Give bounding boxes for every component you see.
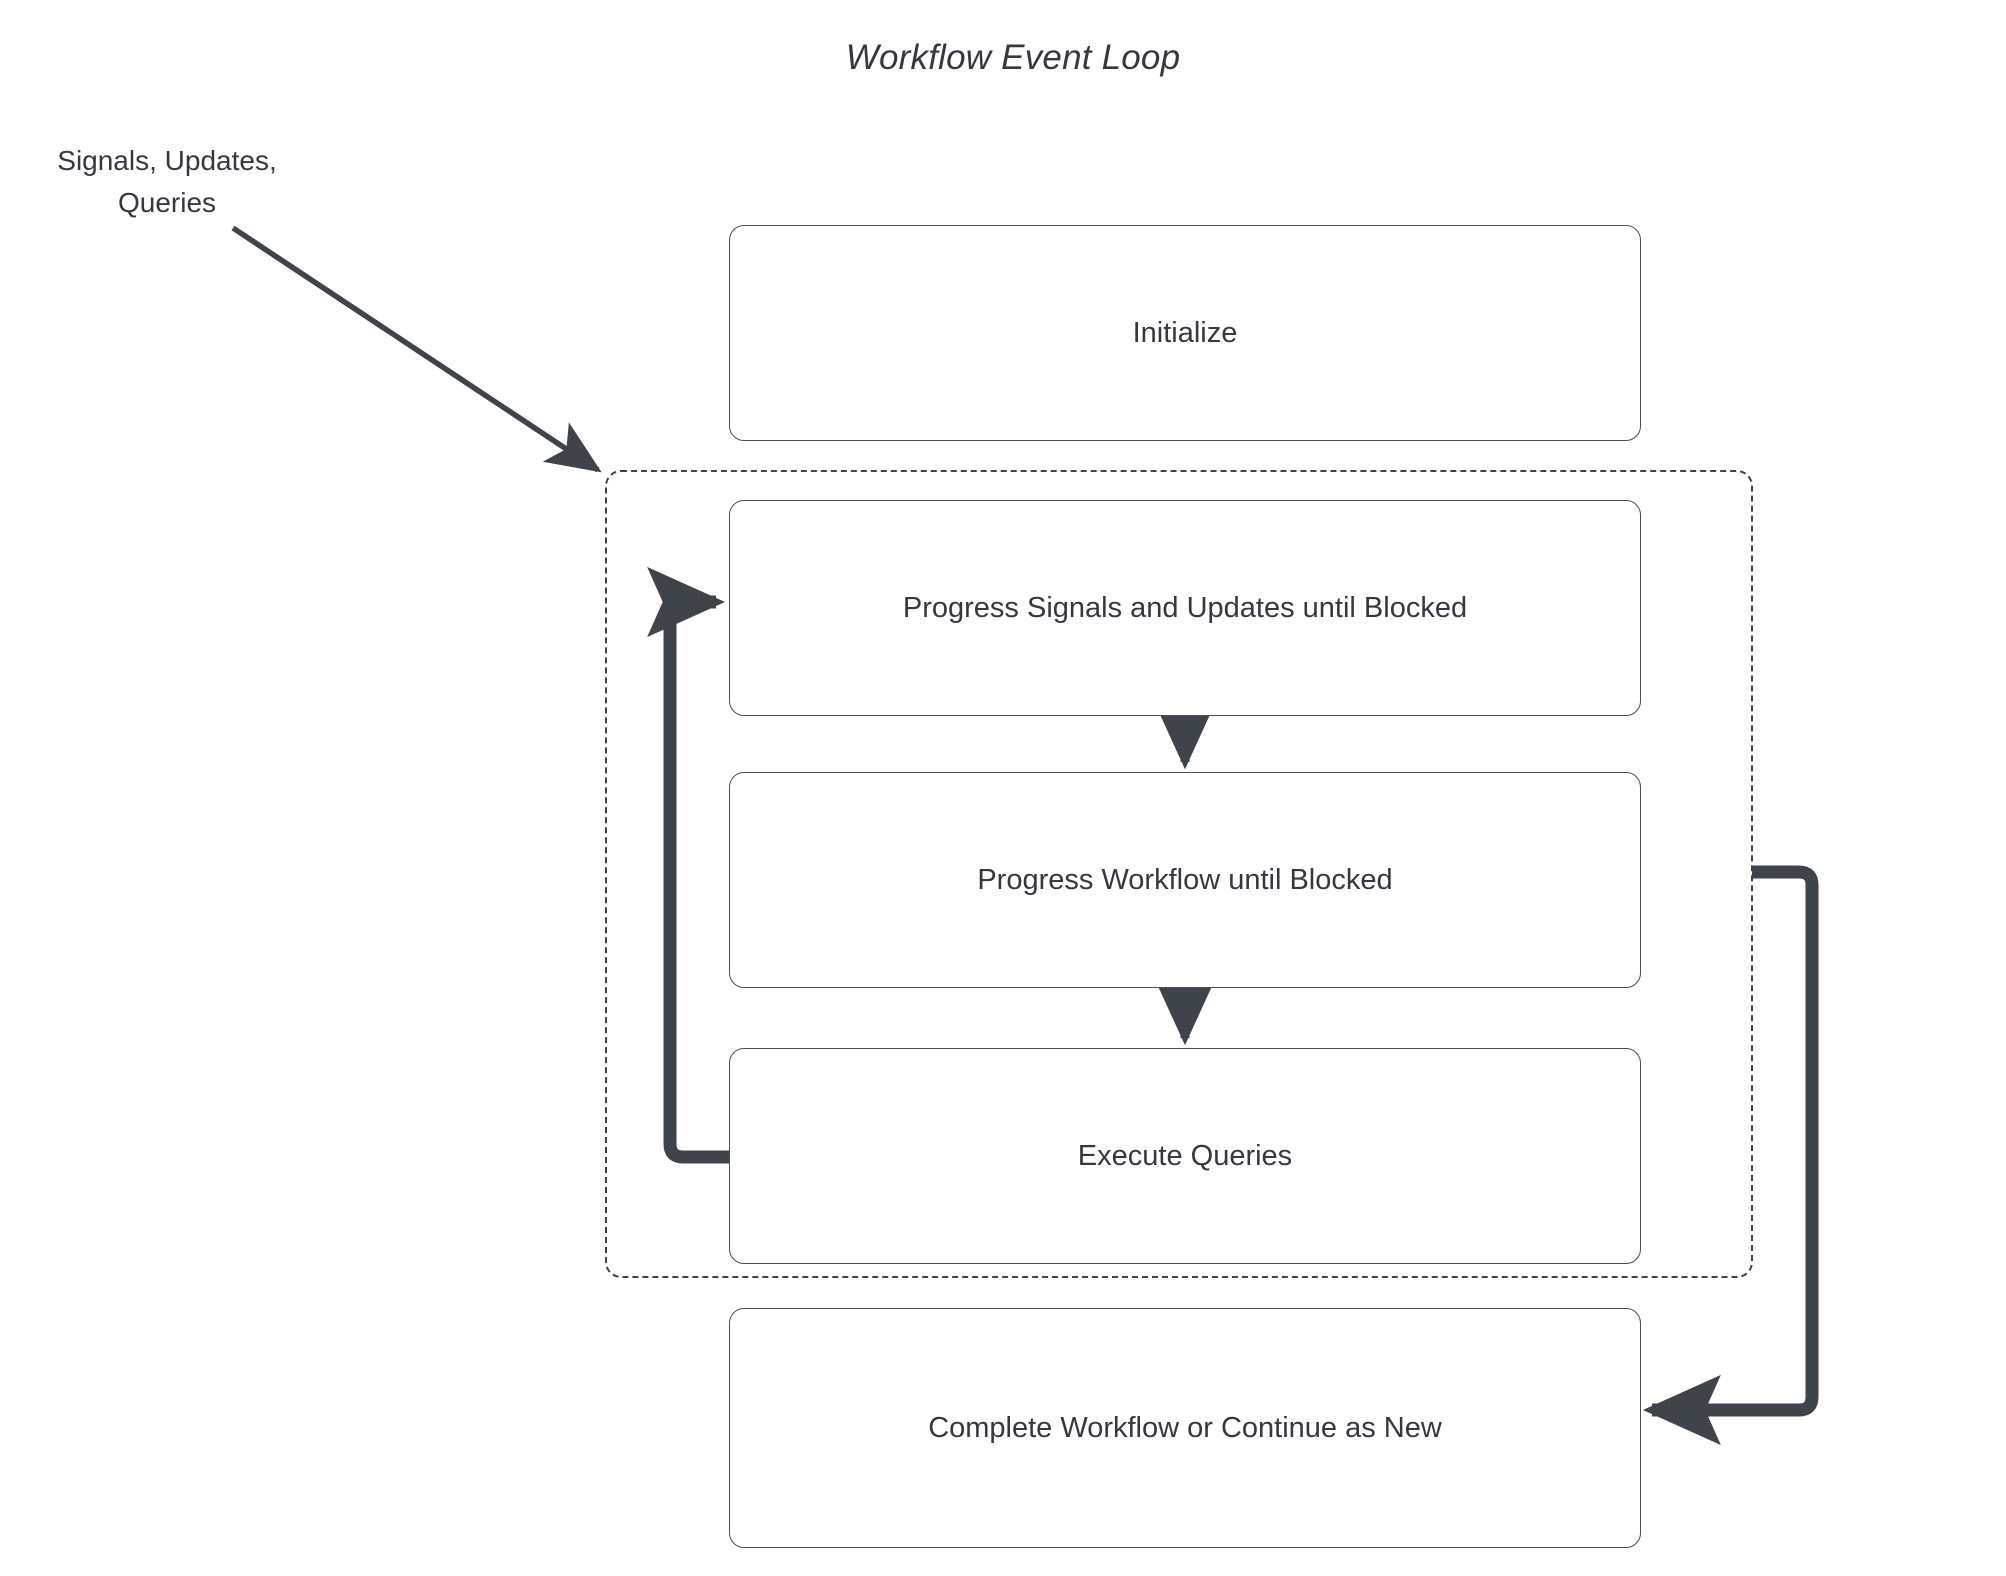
edge-signals-into-loop: [231, 225, 602, 473]
page-title: Workflow Event Loop: [0, 38, 2006, 78]
node-execute-queries[interactable]: Execute Queries: [729, 1048, 1641, 1264]
node-execute-queries-label: Execute Queries: [1077, 1139, 1293, 1172]
node-progress-workflow-label: Progress Workflow until Blocked: [977, 863, 1393, 896]
event-loop-group-box: [605, 470, 1753, 1278]
page-title-text: Workflow Event Loop: [845, 38, 1181, 77]
node-progress-signals-and-updates[interactable]: Progress Signals and Updates until Block…: [729, 500, 1641, 716]
node-progress-workflow[interactable]: Progress Workflow until Blocked: [729, 772, 1641, 988]
node-progress-signals-and-updates-label: Progress Signals and Updates until Block…: [902, 591, 1468, 624]
node-complete-workflow-label: Complete Workflow or Continue as New: [928, 1411, 1442, 1444]
node-initialize-label: Initialize: [1132, 316, 1238, 349]
external-input-label-line1: Signals, Updates,: [57, 145, 277, 176]
external-input-label-line2: Queries: [117, 187, 217, 218]
external-input-label: Signals, Updates, Queries: [22, 140, 312, 224]
node-complete-workflow[interactable]: Complete Workflow or Continue as New: [729, 1308, 1641, 1548]
node-initialize[interactable]: Initialize: [729, 225, 1641, 441]
